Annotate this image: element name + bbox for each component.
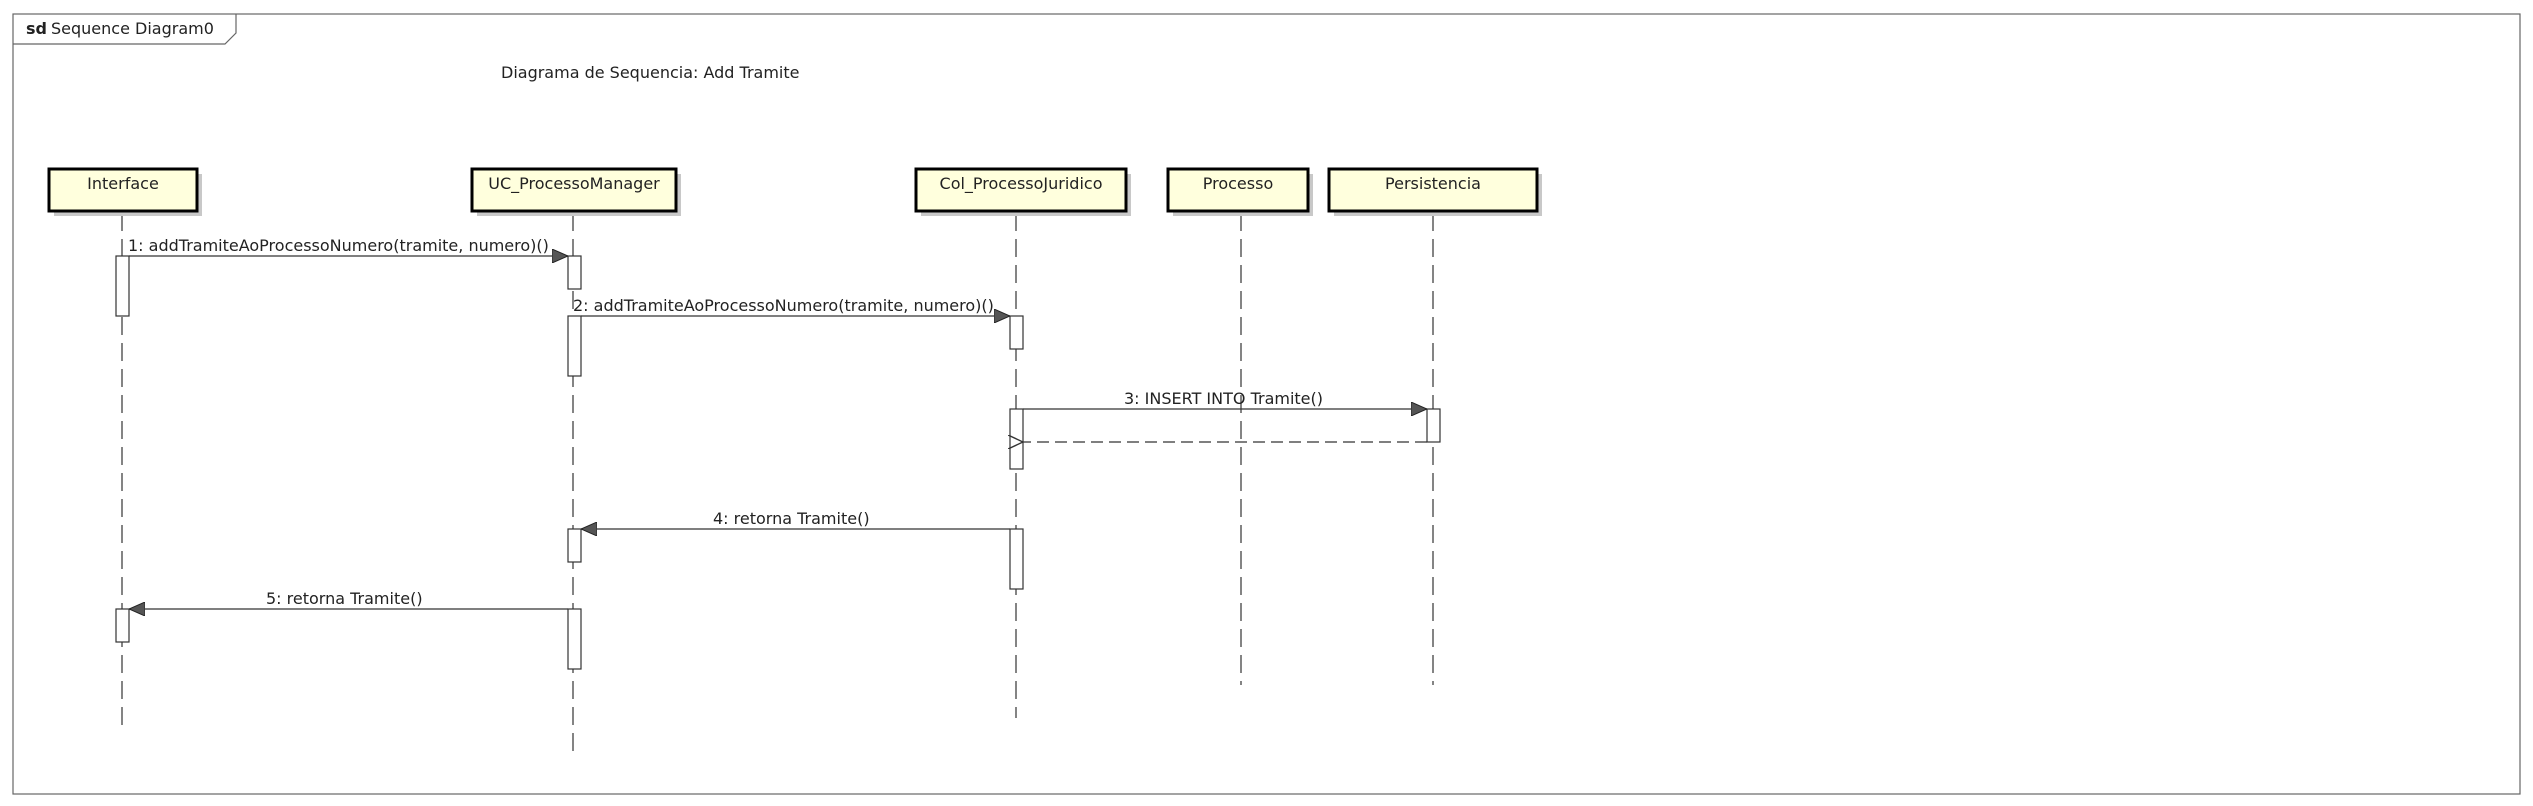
- message-2-label: 2: addTramiteAoProcessoNumero(tramite, n…: [573, 296, 994, 315]
- lifeline-processo-label: Processo: [1203, 174, 1273, 193]
- lifeline-processo-box: [1166, 167, 1310, 213]
- frame-keyword: sd: [26, 19, 47, 38]
- message-5: 5: retorna Tramite(): [129, 589, 568, 609]
- diagram-title: Diagrama de Sequencia: Add Tramite: [501, 63, 800, 82]
- lifeline-uc-processo-manager: UC_ProcessoManager: [470, 167, 681, 755]
- activation-bar: [567, 315, 582, 377]
- lifeline-col-processo-juridico-box: [914, 167, 1128, 213]
- message-4-label: 4: retorna Tramite(): [713, 509, 870, 528]
- message-5-label: 5: retorna Tramite(): [266, 589, 423, 608]
- message-1-label: 1: addTramiteAoProcessoNumero(tramite, n…: [128, 236, 549, 255]
- activation-bar: [115, 608, 130, 643]
- message-3-label: 3: INSERT INTO Tramite(): [1124, 389, 1323, 408]
- lifeline-col-processo-juridico-label: Col_ProcessoJuridico: [940, 174, 1103, 194]
- lifeline-uc-processo-manager-box: [470, 167, 678, 213]
- lifeline-interface-box: [47, 167, 199, 213]
- message-3: 3: INSERT INTO Tramite(): [1023, 389, 1427, 409]
- activation-bar: [567, 528, 582, 563]
- diagram-frame: [12, 13, 2521, 795]
- lifeline-col-processo-juridico: Col_ProcessoJuridico: [914, 167, 1131, 718]
- lifeline-interface-label: Interface: [87, 174, 159, 193]
- message-1: 1: addTramiteAoProcessoNumero(tramite, n…: [128, 236, 568, 256]
- activation-bar: [115, 255, 130, 317]
- lifeline-processo: Processo: [1166, 167, 1313, 685]
- activation-bar: [567, 608, 582, 670]
- activation-bar: [567, 255, 582, 290]
- message-4: 4: retorna Tramite(): [581, 509, 1010, 529]
- frame-name: Sequence Diagram0: [51, 19, 214, 38]
- activation-bar: [1009, 315, 1024, 350]
- activation-bar: [1009, 528, 1024, 590]
- lifeline-persistencia-label: Persistencia: [1385, 174, 1481, 193]
- activation-bar: [1009, 408, 1024, 470]
- lifeline-persistencia: Persistencia: [1327, 167, 1542, 685]
- frame-tab: [13, 14, 237, 45]
- message-2: 2: addTramiteAoProcessoNumero(tramite, n…: [573, 296, 1010, 316]
- lifeline-persistencia-box: [1327, 167, 1539, 213]
- activation-bar: [1426, 408, 1441, 443]
- lifeline-uc-processo-manager-label: UC_ProcessoManager: [488, 174, 660, 194]
- lifeline-interface: Interface: [47, 167, 202, 730]
